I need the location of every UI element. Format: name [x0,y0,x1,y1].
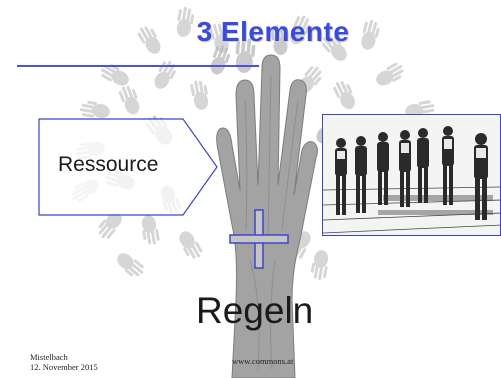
ressource-arrow-box [38,118,218,216]
footer-location-date: Mistelbach 12. November 2015 [30,352,98,372]
footer-url: www.commons.at [232,356,294,366]
people-in-field-sketch [322,114,501,236]
footer-location: Mistelbach [30,352,68,362]
slide-title: 3 Elemente [196,16,350,47]
title-underline [17,65,259,67]
ressource-label: Ressource [58,153,159,176]
regeln-label: Regeln [196,290,314,331]
footer-date: 12. November 2015 [30,362,98,372]
plus-icon [229,209,289,269]
